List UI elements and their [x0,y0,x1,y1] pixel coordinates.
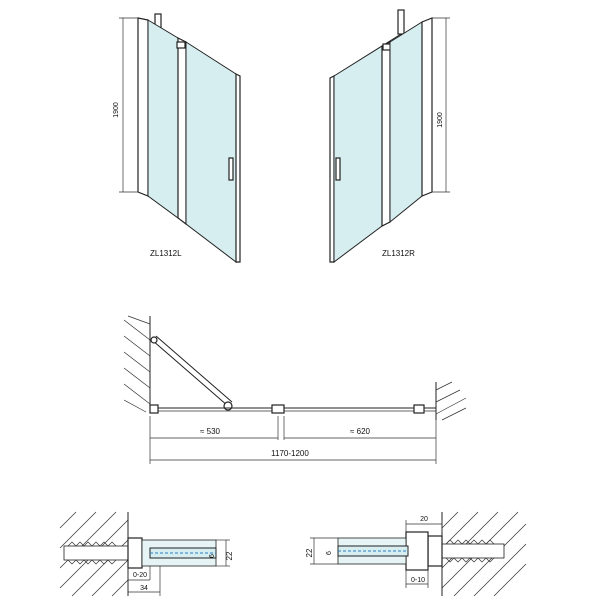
right-detail-top-dim: 20 [420,516,428,523]
right-wall-profile [421,17,433,197]
right-mid-post [381,41,391,227]
right-fixed-glass [389,21,423,224]
plan-dim-left-label: ≈ 530 [200,427,221,436]
left-mid-post [177,37,187,226]
left-detail-dowel [63,545,129,561]
right-model-label: ZL1312R [382,249,415,258]
left-detail-glass-dim: 6 [209,554,216,558]
left-door-glass [185,41,237,264]
left-detail-depth-dim: 34 [140,585,148,592]
right-detail-adjust-dim: 0-10 [411,577,425,584]
left-height-dim-label: 1900 [113,102,120,118]
left-fixed-glass [147,19,179,219]
plan-dim-total-label: 1170-1200 [271,449,309,458]
plan-pivot [223,401,233,411]
left-detail-wall-profile [127,537,143,569]
left-door-view: 1900 ZL1312L [113,13,241,264]
plan-right-wall-hatch [435,381,467,421]
left-model-label: ZL1312L [150,249,182,258]
right-detail-wall-profile [427,535,443,567]
left-detail-adjust-dim: 0-20 [133,572,147,579]
left-wall-profile [137,17,149,197]
right-door-edge [329,75,335,263]
plan-left-wall-hatch [123,315,151,413]
left-door-handle [228,157,234,181]
plan-dim-right-label: ≈ 620 [350,427,371,436]
plan-view: ≈ 530 ≈ 620 1170-1200 [123,315,467,464]
right-detail-glass-dim: 6 [326,551,333,555]
right-detail-adjust-profile [405,531,429,571]
right-detail-dowel [441,543,505,559]
right-door-handle [335,157,341,181]
plan-door-open-leaf [151,339,229,407]
right-door-view: 1900 ZL1312R [329,9,450,263]
left-detail-width-dim: 22 [225,551,234,560]
plan-mid-post [271,404,285,414]
left-profile-detail: 22 6 0-20 34 [59,511,234,597]
right-door-glass [333,45,383,263]
right-wall-bracket [397,9,405,35]
right-detail-width-dim: 22 [305,548,314,557]
right-height-dim-label: 1900 [437,112,444,128]
left-door-edge [235,73,241,263]
right-profile-detail: 20 22 6 0-10 [305,511,527,597]
